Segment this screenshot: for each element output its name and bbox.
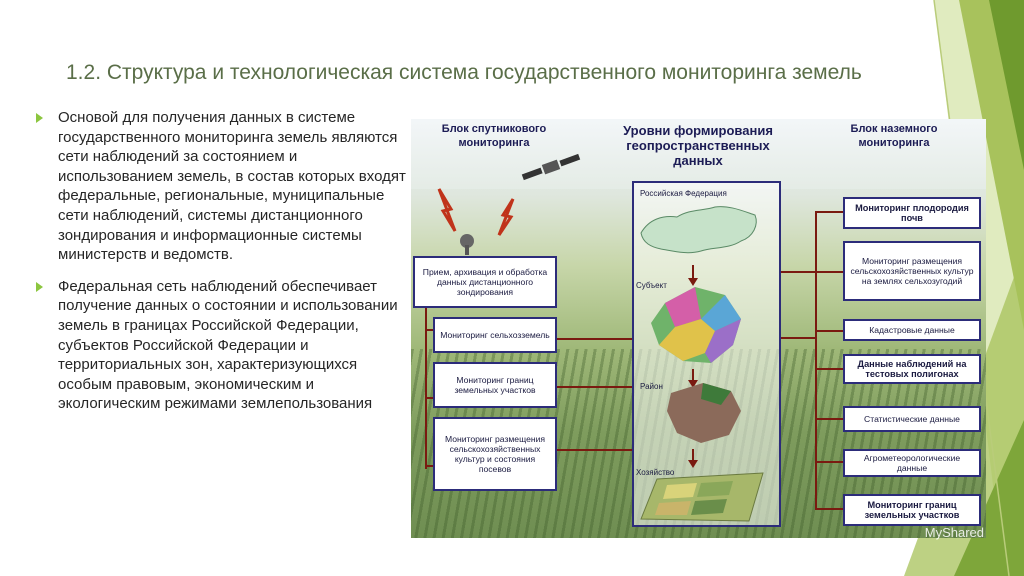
level-label-district: Район: [640, 382, 663, 391]
bullet-list: Основой для получения данных в системе г…: [36, 108, 408, 426]
subject-map-icon: [651, 287, 741, 363]
arrow-down-icon: [688, 369, 698, 388]
connector-line: [781, 337, 815, 339]
bullet-arrow-icon: [36, 281, 43, 292]
box-land-boundaries-monitoring: Мониторинг границ земельных участков: [433, 362, 557, 408]
connector-line: [425, 397, 433, 399]
bullet-arrow-icon: [36, 113, 43, 123]
ground-block-header: Блок наземного мониторинга: [850, 123, 938, 149]
box-crop-placement-farmland: Мониторинг размещения сельскохозяйственн…: [843, 241, 981, 301]
box-agrometeorological-data: Агрометеорологические данные: [843, 449, 981, 477]
connector-line: [425, 289, 427, 469]
box-crop-placement-monitoring: Мониторинг размещения сельскохозяйственн…: [433, 417, 557, 491]
bullet-text: Основой для получения данных в системе г…: [58, 109, 406, 264]
connector-line: [815, 211, 843, 213]
box-soil-fertility-monitoring: Мониторинг плодородия почв: [843, 197, 981, 229]
connector-line: [557, 386, 632, 388]
levels-header: Уровни формирования геопространственных …: [623, 123, 773, 168]
bullet-text: Федеральная сеть наблюдений обеспечивает…: [58, 277, 398, 413]
level-label-federation: Российская Федерация: [640, 189, 727, 198]
level-label-farm: Хозяйство: [636, 468, 675, 477]
level-label-subject: Субъект: [636, 281, 667, 290]
connector-line: [781, 271, 815, 273]
connector-line: [425, 465, 433, 467]
connector-line: [815, 271, 843, 273]
connector-line: [815, 211, 817, 509]
russia-map-icon: [640, 206, 757, 254]
structure-diagram: Блок спутникового мониторинга Уровни фор…: [411, 119, 986, 538]
connector-line: [425, 329, 433, 331]
box-ground-land-boundaries: Мониторинг границ земельных участков: [843, 494, 981, 526]
bullet-item: Основой для получения данных в системе г…: [36, 108, 408, 265]
watermark: MyShared: [924, 525, 984, 540]
box-remote-sensing-processing: Прием, архивация и обработка данных дист…: [413, 256, 557, 308]
arrow-down-icon: [688, 265, 698, 286]
arrow-down-icon: [688, 449, 698, 468]
connector-line: [815, 368, 843, 370]
box-cadastral-data: Кадастровые данные: [843, 319, 981, 341]
connector-line: [557, 338, 632, 340]
sky-background: [411, 119, 986, 189]
box-farmland-monitoring: Мониторинг сельхозземель: [433, 317, 557, 353]
farm-map-icon: [640, 472, 764, 522]
connector-line: [815, 508, 843, 510]
bullet-item: Федеральная сеть наблюдений обеспечивает…: [36, 277, 408, 414]
connector-line: [815, 461, 843, 463]
connector-line: [815, 418, 843, 420]
connector-line: [815, 330, 843, 332]
district-map-icon: [667, 383, 741, 443]
satellite-block-header: Блок спутникового мониторинга: [441, 123, 547, 149]
satellite-icon: [437, 153, 581, 255]
connector-line: [557, 449, 632, 451]
box-test-polygon-data: Данные наблюдений на тестовых полигонах: [843, 354, 981, 384]
box-statistical-data: Статистические данные: [843, 406, 981, 432]
slide-title: 1.2. Структура и технологическая система…: [66, 61, 862, 84]
